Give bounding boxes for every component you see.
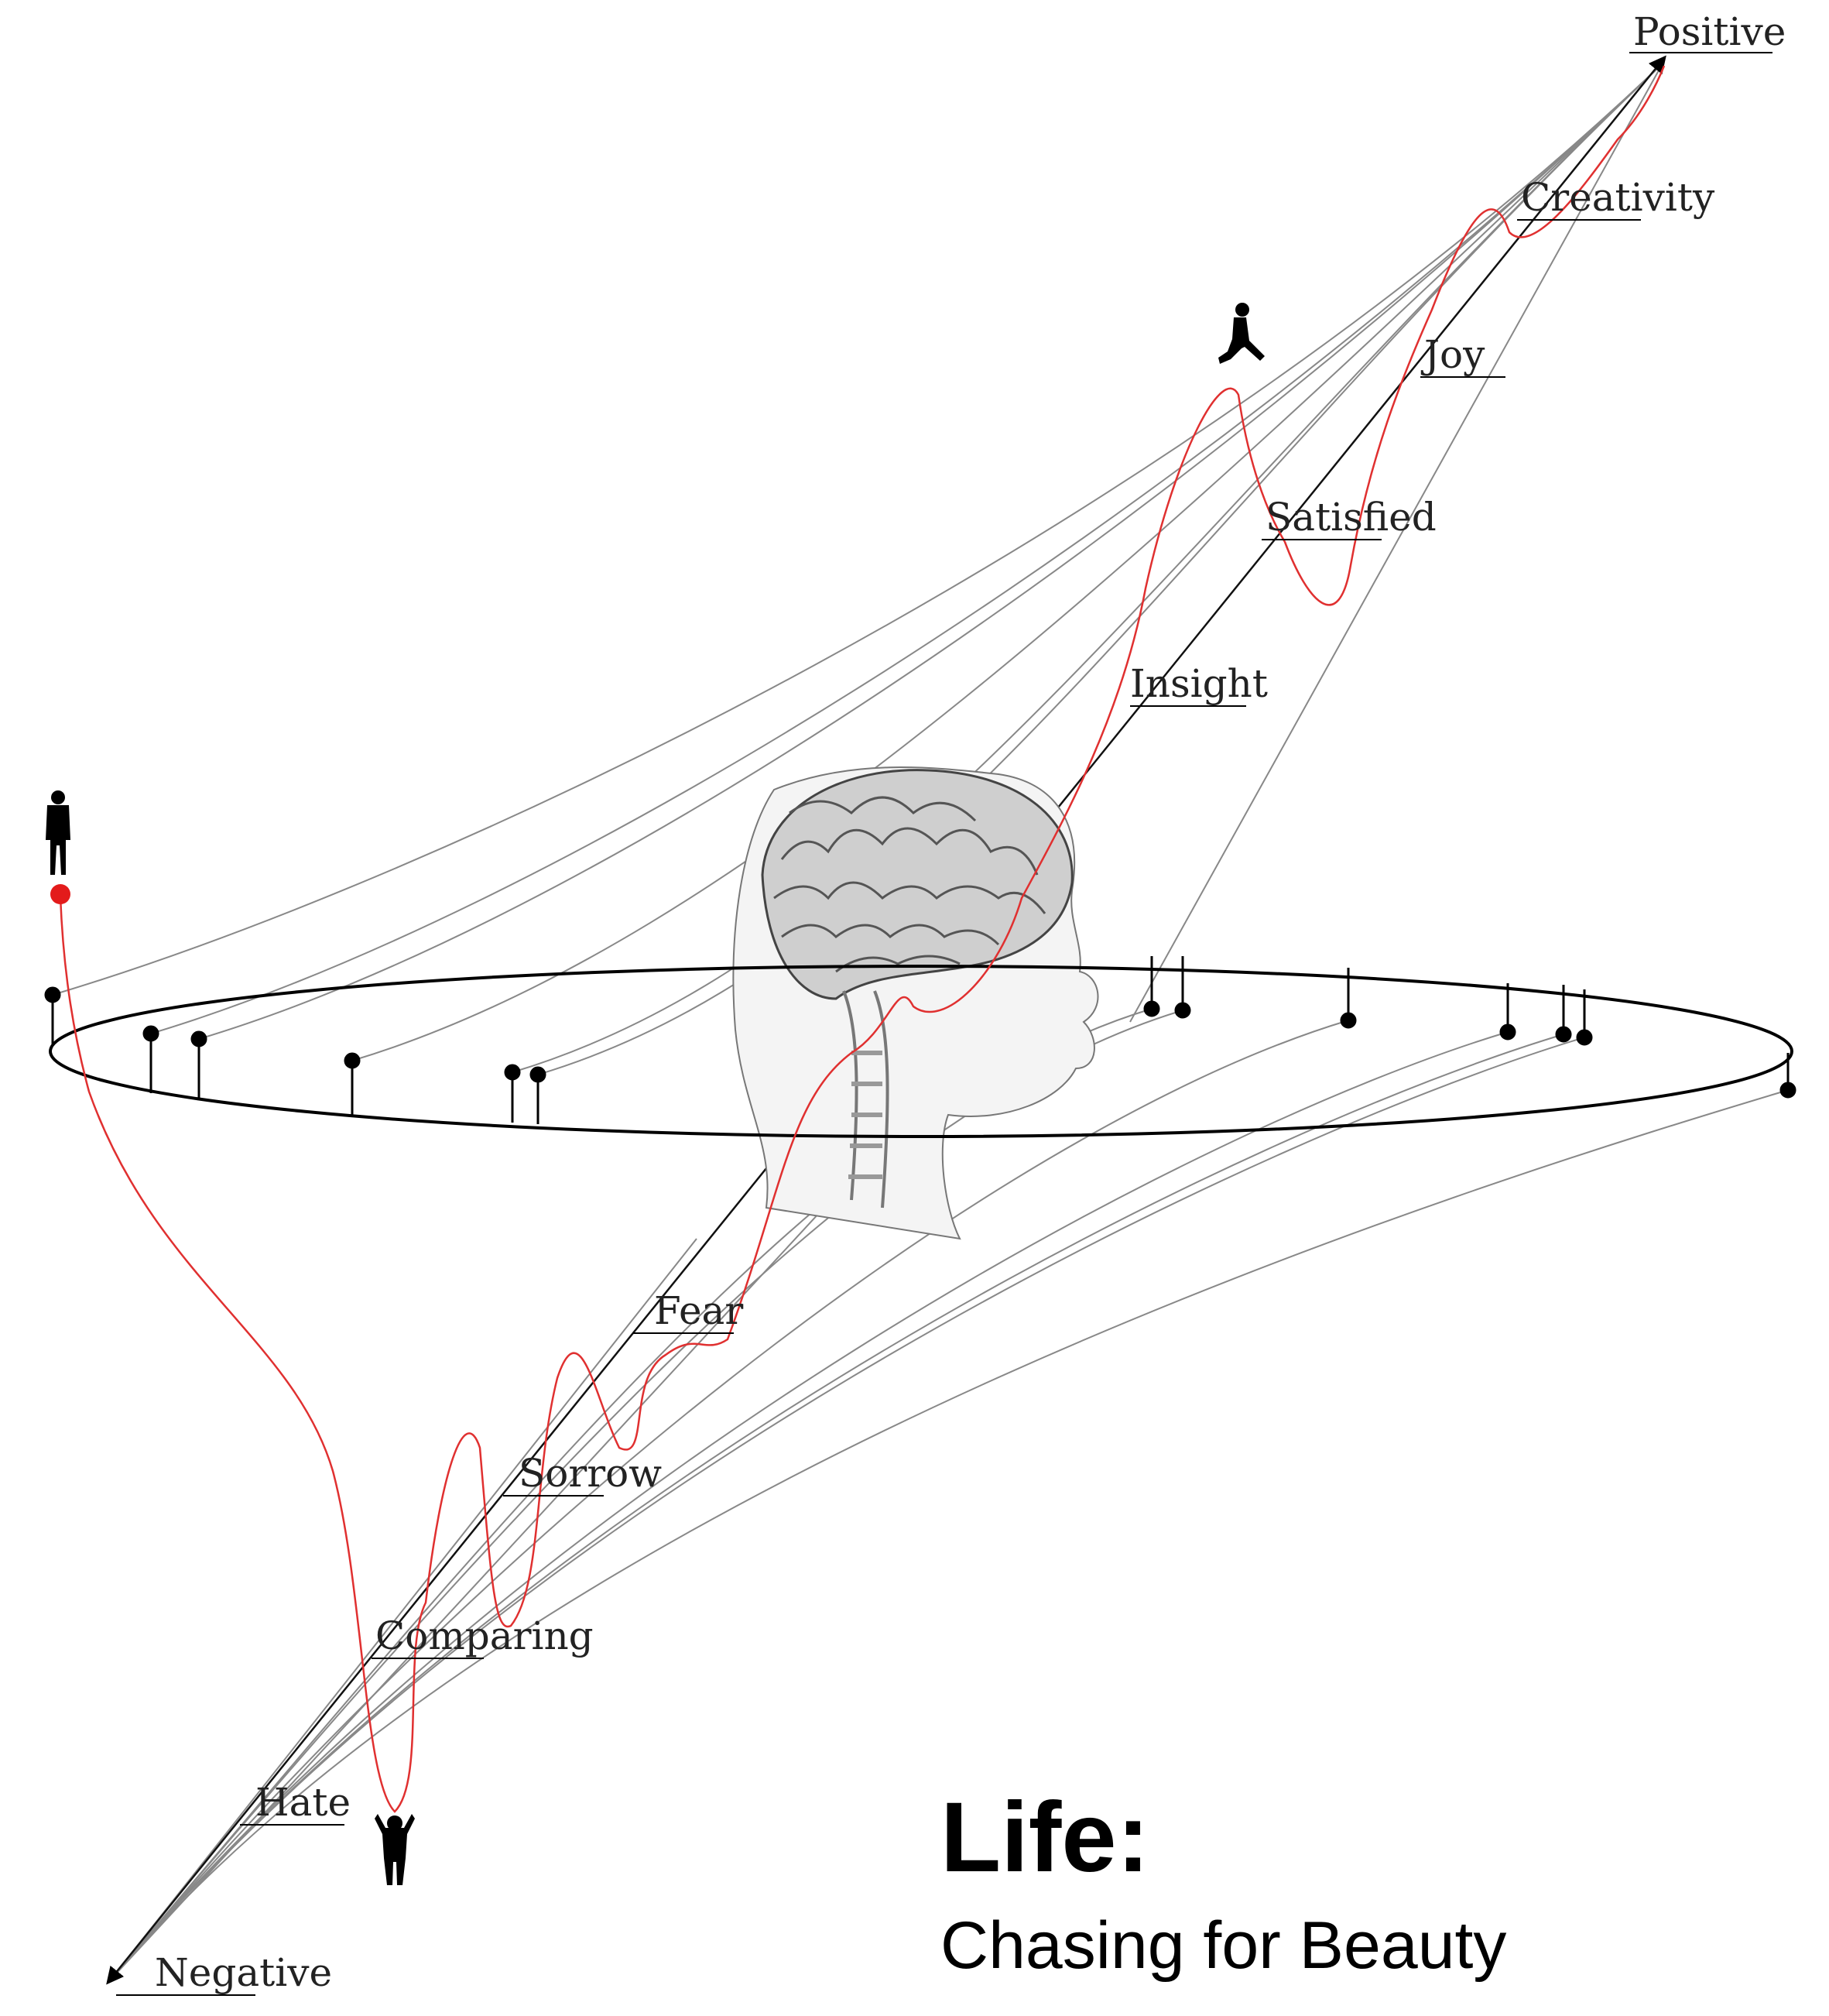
ellipse-marker-dot bbox=[529, 1066, 546, 1083]
ellipse-marker-dot bbox=[190, 1030, 207, 1047]
start-point-dot bbox=[50, 884, 70, 904]
emotion-label-insight: Insight bbox=[1130, 661, 1268, 706]
ellipse-marker-dot bbox=[1340, 1012, 1357, 1029]
life-path-curve bbox=[59, 65, 1666, 1813]
title-main: Life: bbox=[940, 1782, 1150, 1893]
ellipse-marker-dot bbox=[44, 986, 61, 1003]
ellipse-marker-dot bbox=[1174, 1002, 1191, 1019]
ellipse-marker-dot bbox=[344, 1052, 361, 1069]
title-subtitle: Chasing for Beauty bbox=[940, 1908, 1507, 1983]
thought-line bbox=[512, 63, 1663, 1073]
ellipse-marker-dot bbox=[1499, 1023, 1516, 1041]
despairing-person-icon bbox=[375, 1814, 415, 1885]
emotion-label-creativity: Creativity bbox=[1521, 175, 1715, 220]
walking-person-icon bbox=[1218, 303, 1265, 364]
ellipse-marker-dot bbox=[1143, 1000, 1160, 1017]
head-brain-illustration bbox=[732, 766, 1099, 1240]
ellipse-marker-dot bbox=[504, 1064, 521, 1081]
emotion-label-satisfied: Satisfied bbox=[1266, 495, 1437, 540]
emotion-label-joy: Joy bbox=[1420, 332, 1485, 377]
ellipse-markers bbox=[44, 956, 1796, 1124]
negative-label: Negative bbox=[155, 1950, 332, 1995]
ellipse-marker-dot bbox=[1576, 1029, 1593, 1046]
ellipse-marker-dot bbox=[142, 1025, 159, 1042]
standing-person-icon bbox=[46, 790, 70, 875]
thought-line bbox=[109, 1161, 868, 1981]
life-ellipse bbox=[49, 965, 1793, 1138]
ellipse-marker-dot bbox=[1555, 1026, 1572, 1043]
emotion-label-comparing: Comparing bbox=[375, 1613, 594, 1658]
positive-label: Positive bbox=[1633, 9, 1786, 54]
emotion-labels: CreativityJoySatisfiedInsightFearSorrowC… bbox=[240, 175, 1715, 1826]
emotion-label-fear: Fear bbox=[654, 1288, 743, 1333]
ellipse-marker-dot bbox=[1779, 1082, 1796, 1099]
emotion-label-sorrow: Sorrow bbox=[519, 1451, 662, 1496]
thought-line bbox=[109, 1020, 1349, 1981]
emotion-label-hate: Hate bbox=[255, 1780, 351, 1825]
thought-line bbox=[537, 63, 1663, 1075]
